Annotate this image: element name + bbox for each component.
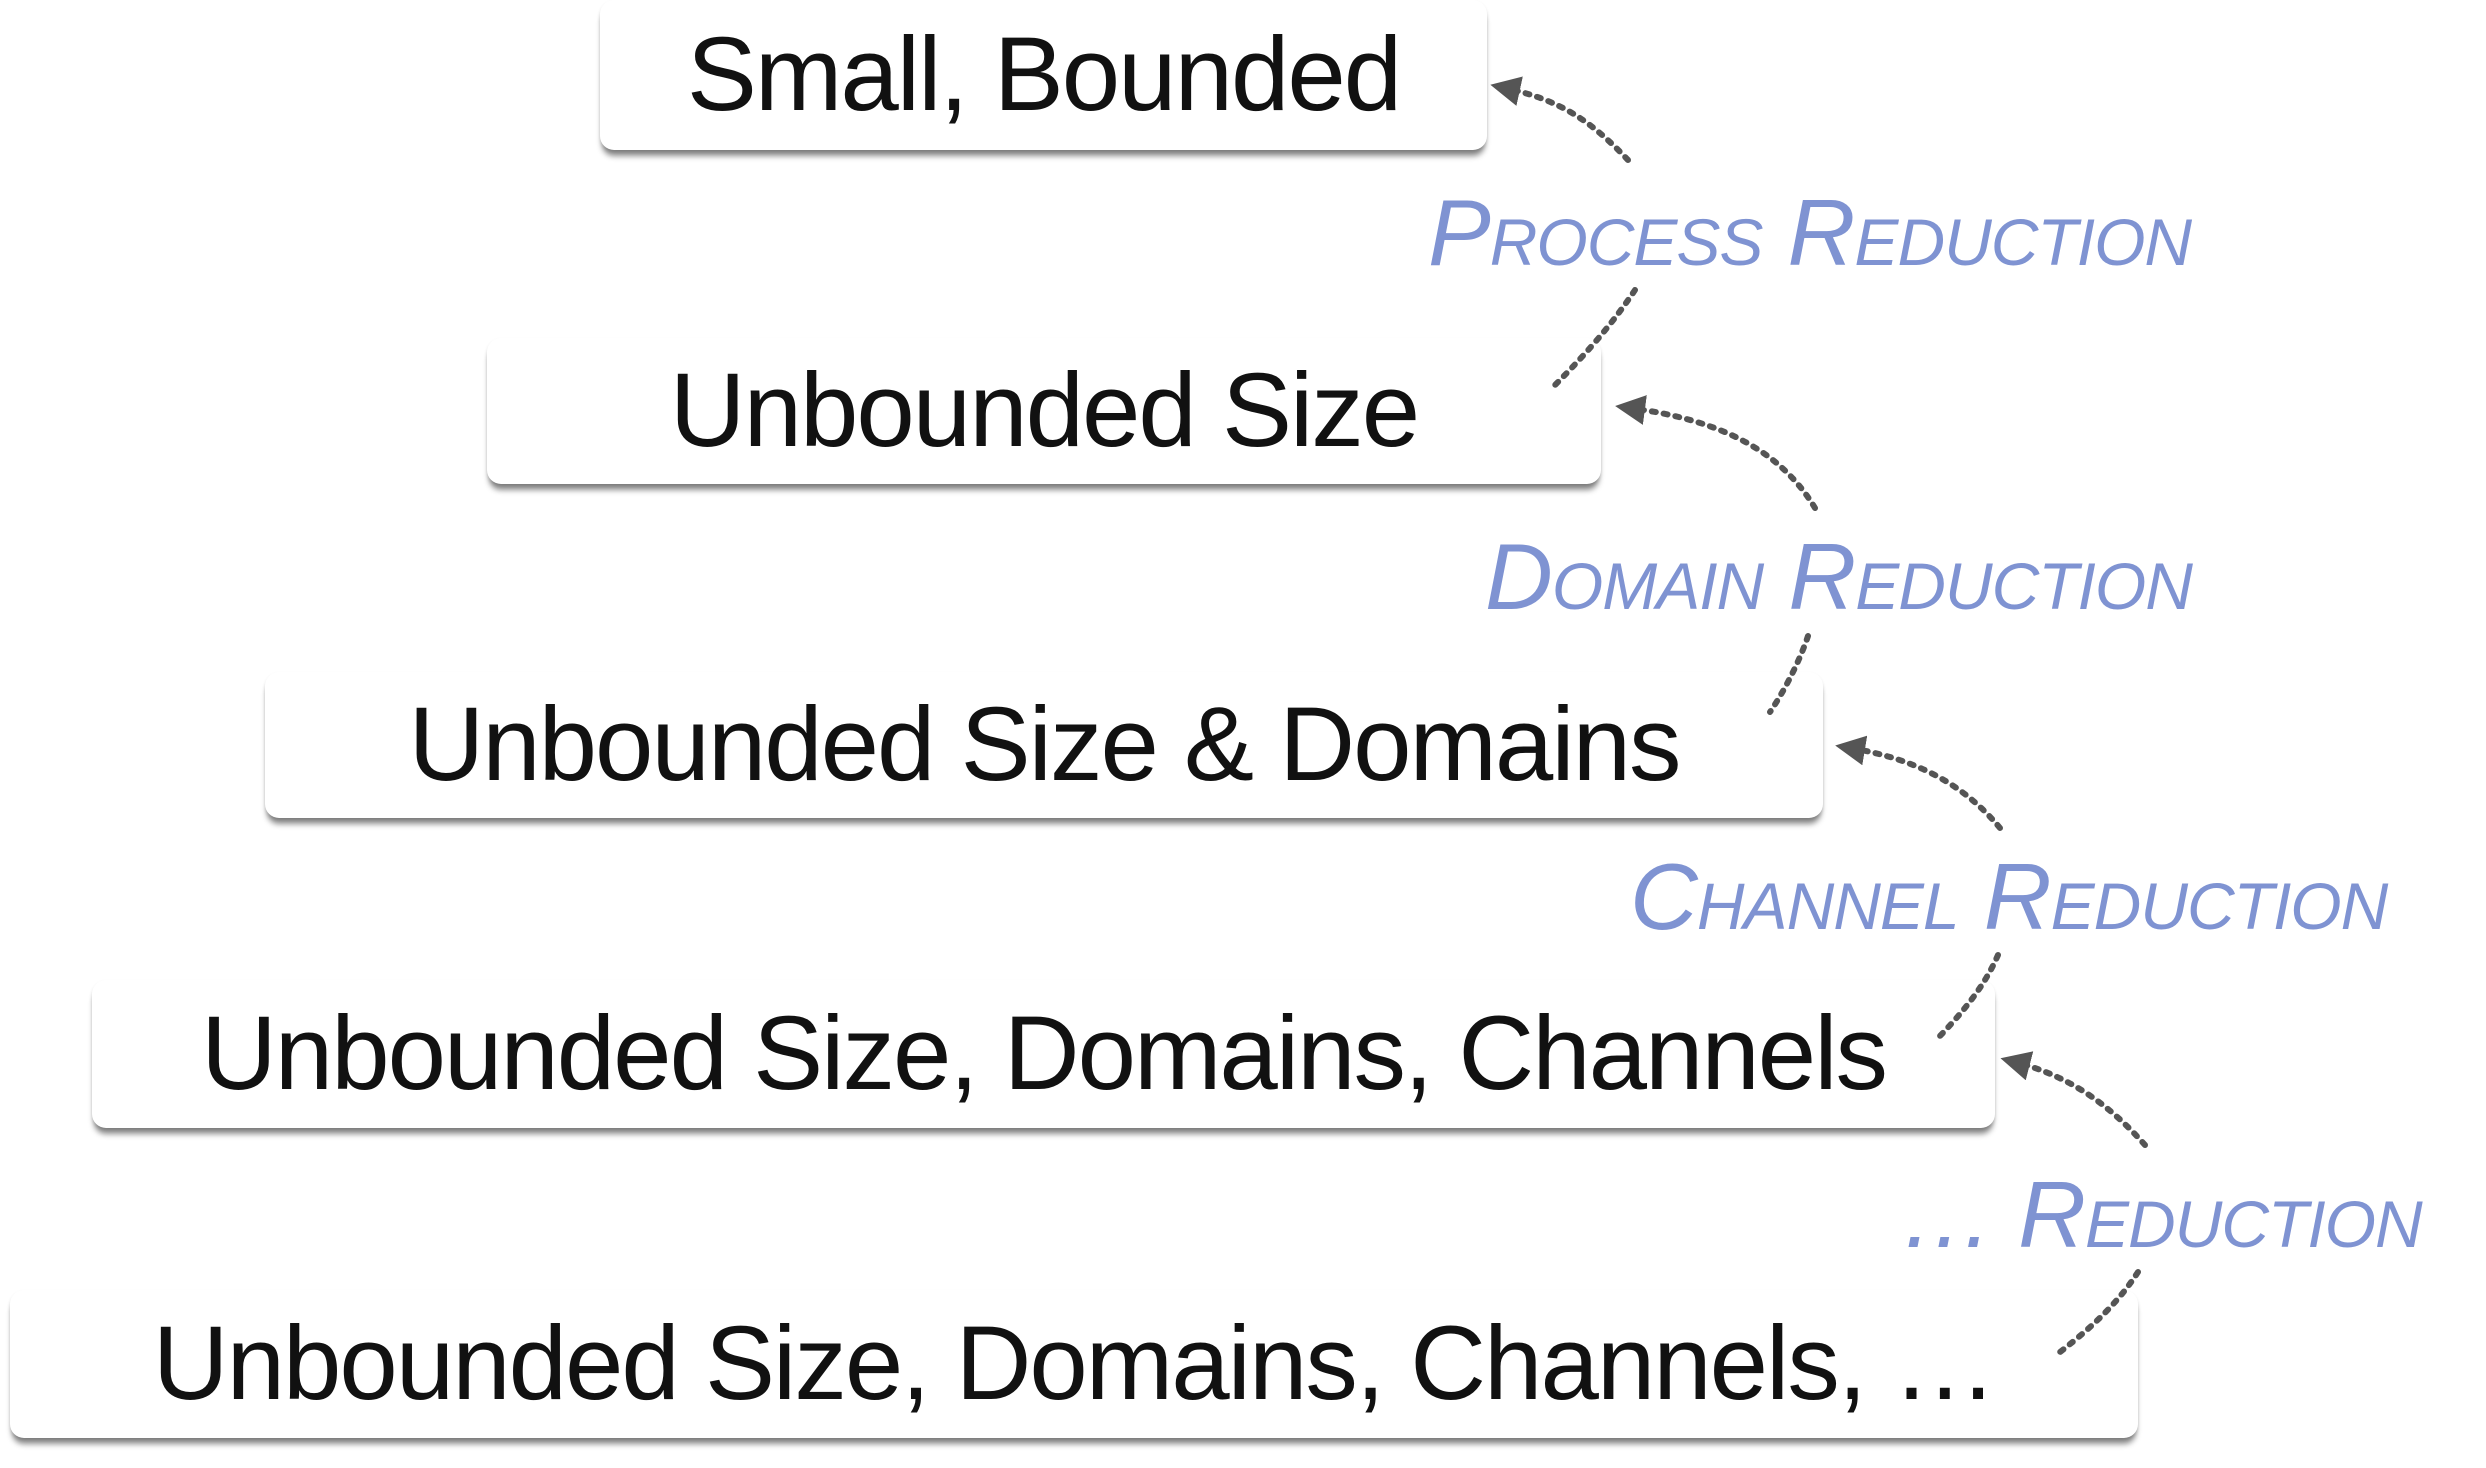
level-label: Unbounded Size xyxy=(669,352,1420,469)
level-label: Small, Bounded xyxy=(686,16,1402,133)
level-small-bounded: Small, Bounded xyxy=(600,0,1487,150)
ellipsis-arrow-top xyxy=(2000,1051,2148,1148)
channel-reduction-label: Channel Reduction xyxy=(1630,844,2388,949)
channel-arrow-top xyxy=(1835,735,2003,831)
level-label: Unbounded Size, Domains, Channels, … xyxy=(152,1305,1997,1422)
level-unbounded-size-domains-channels: Unbounded Size, Domains, Channels xyxy=(92,980,1995,1128)
level-unbounded-all: Unbounded Size, Domains, Channels, … xyxy=(10,1290,2138,1438)
process-reduction-label: Process Reduction xyxy=(1428,180,2192,285)
domain-arrow-top xyxy=(1615,395,1818,511)
domain-reduction-label: Domain Reduction xyxy=(1485,524,2193,629)
level-label: Unbounded Size, Domains, Channels xyxy=(200,995,1888,1112)
ellipsis-reduction-label: … Reduction xyxy=(1900,1162,2423,1267)
level-label: Unbounded Size & Domains xyxy=(408,686,1681,803)
level-unbounded-size-domains: Unbounded Size & Domains xyxy=(265,672,1823,818)
level-unbounded-size: Unbounded Size xyxy=(487,338,1601,484)
process-arrow-top xyxy=(1490,76,1631,163)
